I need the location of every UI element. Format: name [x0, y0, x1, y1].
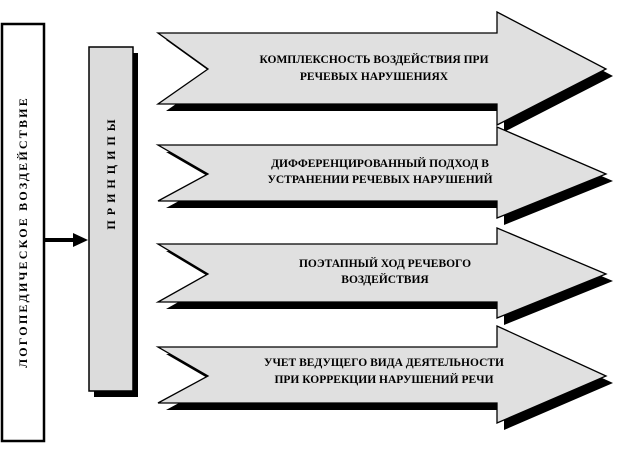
principle-arrow: ДИФФЕРЕНЦИРОВАННЫЙ ПОДХОД В УСТРАНЕНИИ Р… — [155, 126, 613, 225]
principles-label: П Р И Н Ц И П Ы — [104, 118, 118, 229]
arrow-label-line2: УСТРАНЕНИИ РЕЧЕВЫХ НАРУШЕНИЙ — [267, 172, 492, 186]
arrow-label-line2: РЕЧЕВЫХ НАРУШЕНИЯХ — [300, 71, 449, 83]
arrow-label-line2: ПРИ КОРРЕКЦИИ НАРУШЕНИЙ РЕЧИ — [274, 372, 493, 386]
arrow-label-line1: КОМПЛЕКСНОСТЬ ВОЗДЕЙСТВИЯ ПРИ — [259, 52, 488, 66]
speech-therapy-label: ЛОГОПЕДИЧЕСКОЕ ВОЗДЕЙСТВИЕ — [16, 96, 30, 368]
arrow-label-line1: УЧЕТ ВЕДУЩЕГО ВИДА ДЕЯТЕЛЬНОСТИ — [264, 357, 504, 369]
connector-arrow — [45, 233, 88, 247]
principle-arrow: ПОЭТАПНЫЙ ХОД РЕЧЕВОГО ВОЗДЕЙСТВИЯ — [155, 227, 613, 325]
arrow-label-line2: ВОЗДЕЙСТВИЯ — [341, 272, 429, 286]
principle-arrow: КОМПЛЕКСНОСТЬ ВОЗДЕЙСТВИЯ ПРИ РЕЧЕВЫХ НА… — [155, 10, 613, 132]
principles-box: П Р И Н Ц И П Ы — [88, 46, 138, 397]
arrow-label-line1: ПОЭТАПНЫЙ ХОД РЕЧЕВОГО — [299, 256, 471, 270]
principle-arrow: УЧЕТ ВЕДУЩЕГО ВИДА ДЕЯТЕЛЬНОСТИ ПРИ КОРР… — [155, 324, 613, 430]
speech-therapy-box: ЛОГОПЕДИЧЕСКОЕ ВОЗДЕЙСТВИЕ — [0, 22, 46, 443]
arrow-label-line1: ДИФФЕРЕНЦИРОВАННЫЙ ПОДХОД В — [271, 156, 489, 170]
